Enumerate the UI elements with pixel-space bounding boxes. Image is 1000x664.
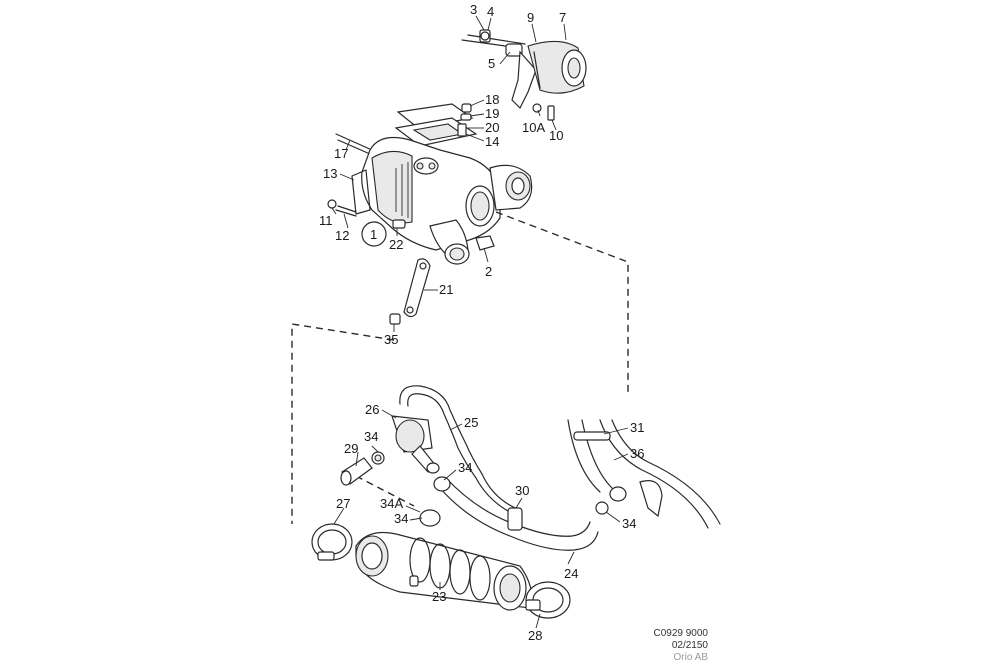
callout-circle-1 (361, 221, 387, 247)
label-23: 23 (432, 589, 446, 604)
label-27: 27 (336, 496, 350, 511)
label-7: 7 (559, 10, 566, 25)
label-25: 25 (464, 415, 478, 430)
diagram-footer: C0929 9000 02/2150 Orio AB (654, 628, 709, 663)
connection-dashed-lines (291, 211, 629, 524)
label-34-c: 34 (394, 511, 408, 526)
leader-lines (331, 15, 629, 629)
return-hose-drawing (419, 476, 599, 551)
turbocharger-drawing (327, 133, 533, 265)
label-21: 21 (439, 282, 453, 297)
label-12: 12 (335, 228, 349, 243)
label-18: 18 (485, 92, 499, 107)
label-34-d: 34 (622, 516, 636, 531)
label-31: 31 (630, 420, 644, 435)
footer-brand: Orio AB (674, 652, 709, 663)
label-3: 3 (470, 2, 477, 17)
footer-ref: 02/2150 (672, 640, 709, 651)
label-28: 28 (528, 628, 542, 643)
label-2: 2 (485, 264, 492, 279)
label-30: 30 (515, 483, 529, 498)
label-34-a: 34 (364, 429, 378, 444)
label-10: 10 (549, 128, 563, 143)
label-22: 22 (389, 237, 403, 252)
label-4: 4 (487, 4, 494, 19)
hose-clamp-28-drawing (525, 581, 571, 619)
label-17: 17 (334, 146, 348, 161)
intake-bellows-drawing (355, 531, 533, 611)
label-5: 5 (488, 56, 495, 71)
part-labels: 3 4 9 7 5 18 19 20 14 10A 10 17 13 11 12… (319, 2, 644, 643)
intake-pipe-drawing (567, 419, 721, 529)
label-35: 35 (384, 332, 398, 347)
label-13: 13 (323, 166, 337, 181)
support-bracket-drawing (389, 258, 431, 325)
label-36: 36 (630, 446, 644, 461)
label-34A: 34A (380, 496, 403, 511)
label-24: 24 (564, 566, 578, 581)
label-29: 29 (344, 441, 358, 456)
footer-code: C0929 9000 (654, 628, 709, 639)
label-26: 26 (365, 402, 379, 417)
bypass-valve-drawing (340, 385, 521, 517)
label-9: 9 (527, 10, 534, 25)
turbo-gaskets-drawing (394, 103, 478, 147)
label-14: 14 (485, 134, 499, 149)
hose-clamp-27-drawing (311, 523, 353, 561)
label-34-b: 34 (458, 460, 472, 475)
label-19: 19 (485, 106, 499, 121)
label-11: 11 (319, 213, 333, 228)
label-10A: 10A (522, 120, 545, 135)
label-1: 1 (370, 227, 377, 242)
label-20: 20 (485, 120, 499, 135)
wastegate-actuator-drawing (461, 29, 587, 121)
